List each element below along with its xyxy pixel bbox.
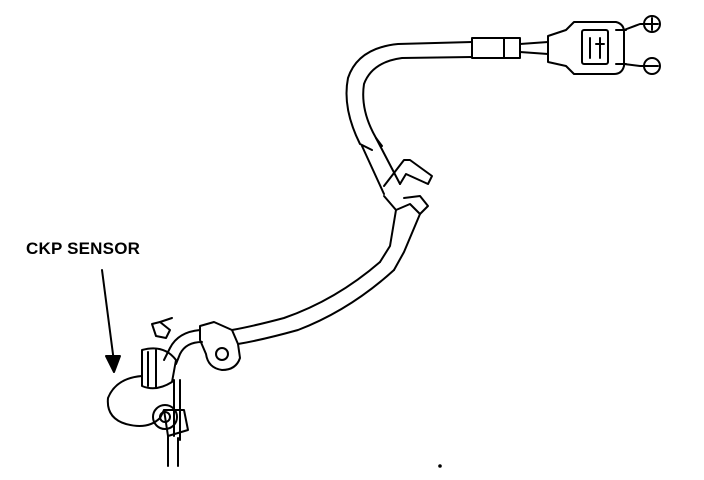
harness-cable-lower (151, 317, 203, 365)
callout-arrow (101, 269, 121, 373)
ckp-sensor-body (106, 347, 189, 467)
harness-cable-middle (231, 137, 433, 345)
ckp-sensor-label: CKP SENSOR (26, 239, 141, 258)
mounting-bracket (199, 321, 241, 371)
terminal-leads (623, 23, 647, 67)
circled-minus-icon (643, 57, 661, 75)
circled-plus-icon (643, 15, 661, 33)
harness-cable-upper (345, 41, 473, 151)
harness-connector (547, 21, 627, 75)
wire-sleeve (471, 37, 549, 59)
scan-artifact-dot (438, 464, 442, 468)
